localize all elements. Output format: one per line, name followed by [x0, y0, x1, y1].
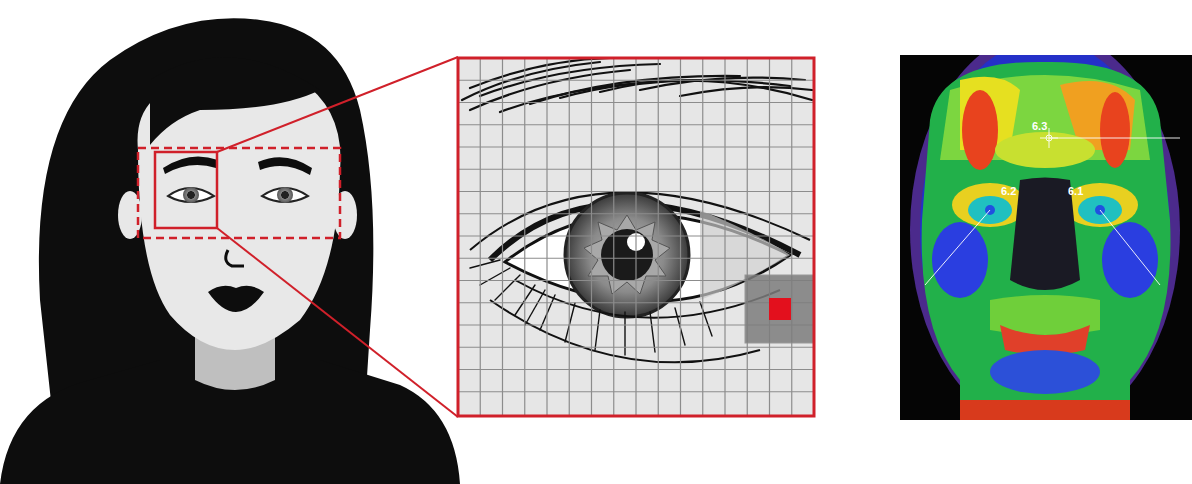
grid-line — [569, 58, 570, 416]
grid-line — [702, 58, 703, 416]
grid-line — [458, 191, 814, 192]
zoom-line — [217, 228, 458, 417]
grid-line — [724, 58, 725, 416]
grid-line — [458, 169, 814, 170]
grid-line — [458, 391, 814, 392]
grid-line — [769, 58, 770, 416]
grid-line — [591, 58, 592, 416]
grid-line — [458, 146, 814, 147]
woman-illustration — [0, 18, 460, 484]
grid-line — [747, 58, 748, 416]
grid-line — [613, 58, 614, 416]
zoomed-eye — [458, 58, 814, 416]
temperature-reading: 6.1 — [1068, 186, 1083, 197]
grid-line — [524, 58, 525, 416]
grid-line — [635, 58, 636, 416]
grid-line — [680, 58, 681, 416]
grid-line — [546, 58, 547, 416]
grid-line — [458, 347, 814, 348]
grid-line — [458, 102, 814, 103]
grid-line — [480, 58, 481, 416]
grid-line — [458, 124, 814, 125]
grid-line — [791, 58, 792, 416]
grid-line — [458, 80, 814, 81]
zoom-frame — [458, 58, 814, 416]
temperature-reading: 6.2 — [1001, 186, 1016, 197]
thermal-face-image — [900, 55, 1192, 420]
eye-crop-box — [155, 152, 217, 228]
temperature-reading: 6.3 — [1032, 121, 1047, 132]
eye-region-box — [138, 148, 340, 238]
grid-line — [458, 213, 814, 214]
grid-line — [502, 58, 503, 416]
grid-line — [458, 258, 814, 259]
grid-line — [458, 369, 814, 370]
zoom-line — [217, 57, 458, 152]
grid-line — [458, 235, 814, 236]
grid-line — [658, 58, 659, 416]
